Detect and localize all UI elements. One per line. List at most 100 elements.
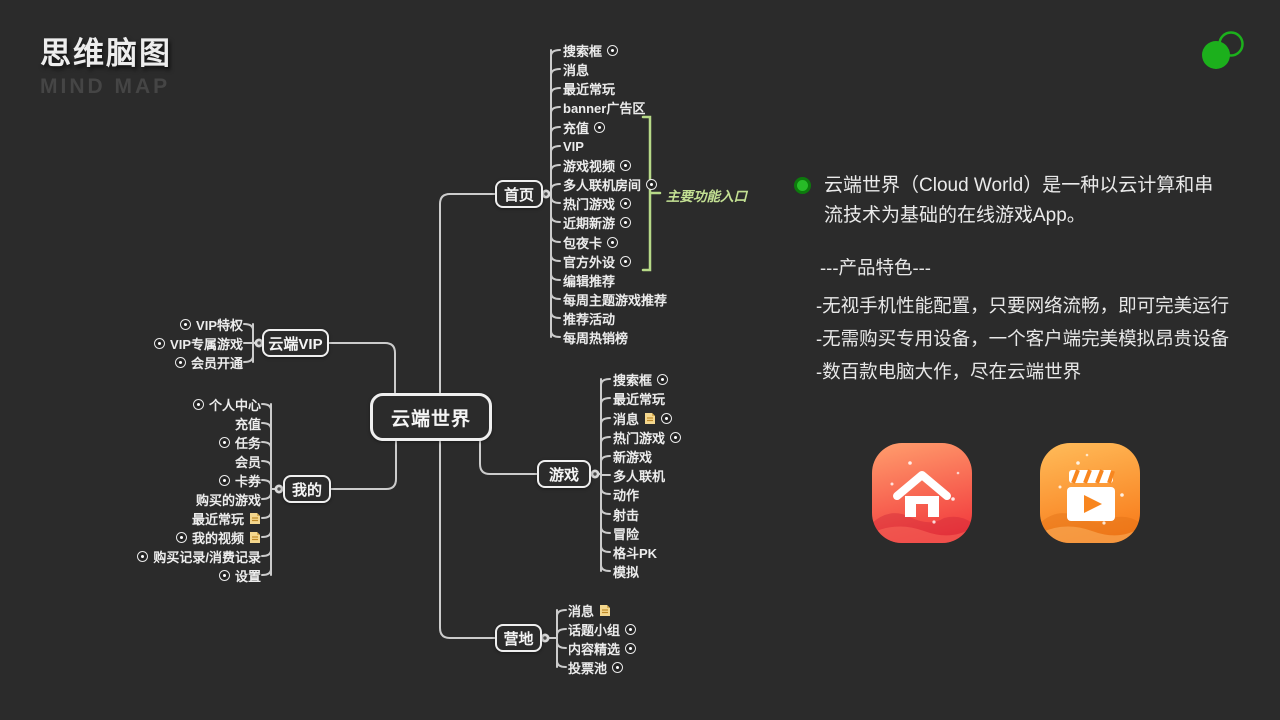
branch-line [600, 507, 611, 515]
main-entry-callout: 主要功能入口 [666, 189, 747, 204]
branch-line [550, 145, 561, 153]
mindmap-item: 话题小组 [568, 619, 637, 639]
item-label: 内容精选 [568, 641, 621, 657]
item-label: 投票池 [568, 660, 608, 676]
mindmap-item: 内容精选 [568, 638, 637, 658]
branch-line [556, 609, 567, 617]
mindmap-item: 购买记录/消费记录 [137, 546, 261, 566]
branch-node-mine: 我的 [283, 475, 331, 503]
mindmap-item: 每周主题游戏推荐 [563, 289, 667, 309]
root-node: 云端世界 [370, 393, 492, 441]
branch-line [600, 564, 611, 572]
link-circle-icon [218, 436, 230, 448]
mindmap-item: VIP [563, 136, 584, 156]
item-label: 最近常玩 [191, 511, 244, 527]
mindmap-item: 官方外设 [563, 251, 632, 271]
link-circle-icon [670, 431, 682, 443]
description-panel: 云端世界（Cloud World）是一种以云计算和串流技术为基础的在线游戏App… [794, 171, 1244, 388]
mindmap-item: banner广告区 [563, 97, 645, 117]
mindmap-item: 搜索框 [613, 369, 669, 389]
branch-line [600, 526, 611, 534]
branch-line [600, 378, 611, 386]
home-glyph [893, 471, 951, 517]
page-subtitle: MIND MAP [40, 75, 171, 98]
mindmap-item: VIP专属游戏 [154, 333, 243, 353]
item-label: banner广告区 [563, 100, 646, 116]
branch-line [261, 530, 272, 538]
item-label: 会员开通 [190, 355, 243, 371]
item-label: VIP [563, 138, 584, 154]
link-circle-icon [620, 255, 632, 267]
home-app-icon [872, 443, 972, 543]
branch-line [243, 323, 254, 331]
item-label: 动作 [613, 487, 640, 503]
link-circle-icon [607, 44, 619, 56]
mindmap-item: 会员开通 [174, 352, 243, 372]
link-circle-icon [646, 178, 658, 190]
link-circle-icon [218, 474, 230, 486]
mindmap-item: 热门游戏 [563, 193, 632, 213]
item-label: 设置 [234, 568, 261, 584]
mindmap-item: 包夜卡 [563, 232, 619, 252]
branch-node-games: 游戏 [537, 460, 591, 488]
connector-root-games [479, 440, 539, 475]
branch-line [550, 292, 561, 300]
item-label: 新游戏 [613, 449, 653, 465]
clapperboard-glyph [1067, 469, 1115, 521]
item-label: 多人联机 [613, 468, 666, 484]
mindmap-item: 消息 [563, 59, 589, 79]
connector-root-home [439, 193, 496, 395]
mindmap-item: 充值 [563, 117, 606, 137]
item-label: VIP特权 [196, 317, 243, 333]
collapse-dot-center [277, 487, 281, 491]
branch-line [550, 87, 561, 95]
mindmap-item: 个人中心 [192, 394, 261, 414]
branch-line [600, 455, 611, 463]
branch-line [261, 568, 272, 576]
mindmap-item: 编辑推荐 [563, 270, 615, 290]
item-label: 消息 [613, 411, 640, 427]
branch-line [243, 355, 254, 363]
branch-line [261, 422, 272, 430]
item-label: 每周主题游戏推荐 [563, 292, 668, 308]
connector-root-vip [328, 342, 396, 395]
mindmap-item: 设置 [218, 565, 261, 585]
link-circle-icon [174, 356, 186, 368]
branch-line [261, 441, 272, 449]
item-label: 模拟 [613, 564, 640, 580]
branch-line [600, 397, 611, 405]
branch-line [550, 68, 561, 76]
branch-line [550, 49, 561, 57]
item-label: 话题小组 [568, 622, 621, 638]
intro-text: 云端世界（Cloud World）是一种以云计算和串流技术为基础的在线游戏App… [824, 175, 1214, 226]
link-circle-icon [625, 642, 637, 654]
item-label: 会员 [234, 454, 261, 470]
mindmap-item: 冒险 [613, 523, 639, 543]
note-icon [249, 512, 261, 525]
link-circle-icon [661, 412, 673, 424]
branch-node-camp: 营地 [495, 624, 542, 652]
video-app-icon [1040, 443, 1140, 543]
branch-line [600, 436, 611, 444]
collapse-dot-center [544, 192, 548, 196]
item-label: 购买记录/消费记录 [153, 549, 261, 565]
item-label: 格斗PK [613, 545, 658, 561]
link-circle-icon [218, 569, 230, 581]
item-label: 官方外设 [563, 254, 616, 270]
branch-line [261, 549, 272, 557]
mindmap-item: 每周热销榜 [563, 327, 628, 347]
branch-line [600, 545, 611, 553]
link-circle-icon [625, 623, 637, 635]
mindmap-item: 多人联机 [613, 465, 665, 485]
branch-line [600, 487, 611, 495]
features-list: -无视手机性能配置，只要网络流畅，即可完美运行 -无需购买专用设备，一个客户端完… [816, 289, 1244, 388]
green-circles-logo [1202, 31, 1244, 69]
branch-line [261, 479, 272, 487]
mindmap-item: 动作 [613, 484, 639, 504]
item-label: 每周热销榜 [563, 330, 629, 346]
link-circle-icon [607, 236, 619, 248]
branch-line [550, 311, 561, 319]
mindmap-item: 卡券 [218, 470, 261, 490]
item-label: 热门游戏 [563, 196, 616, 212]
branch-line [261, 511, 272, 519]
